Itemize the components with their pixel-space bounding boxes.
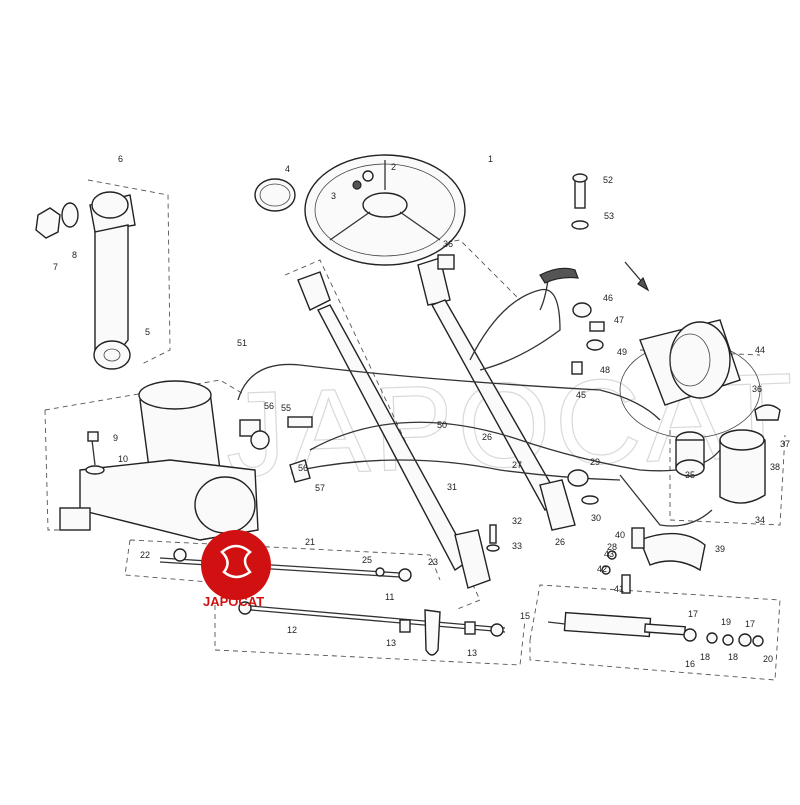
callout-number: 10 bbox=[118, 454, 128, 464]
callout-number: 45 bbox=[576, 390, 586, 400]
callout-number: 55 bbox=[281, 403, 291, 413]
callout-number: 12 bbox=[287, 625, 297, 635]
fittings-top-right bbox=[571, 173, 650, 375]
callout-number: 46 bbox=[603, 293, 613, 303]
steering-wheel bbox=[304, 154, 466, 266]
logo-badge-icon bbox=[201, 530, 271, 600]
callout-number: 56 bbox=[298, 463, 308, 473]
callout-number: 5 bbox=[145, 327, 150, 337]
callout-number: 28 bbox=[607, 542, 617, 552]
callout-number: 31 bbox=[447, 482, 457, 492]
logo-glyph-icon bbox=[220, 544, 252, 579]
callout-number: 41 bbox=[614, 584, 624, 594]
callout-number: 18 bbox=[700, 652, 710, 662]
callout-number: 37 bbox=[780, 439, 790, 449]
callout-number: 13 bbox=[467, 648, 477, 658]
callout-number: 44 bbox=[755, 345, 765, 355]
callout-number: 3 bbox=[331, 191, 336, 201]
clamp bbox=[601, 527, 706, 594]
callout-number: 11 bbox=[385, 592, 394, 602]
steering-box bbox=[59, 380, 259, 541]
steering-damper bbox=[547, 611, 764, 647]
callout-number: 34 bbox=[755, 515, 765, 525]
callout-number: 30 bbox=[591, 513, 601, 523]
group-boxes bbox=[44, 179, 786, 681]
callout-number: 33 bbox=[512, 541, 522, 551]
callout-number: 36 bbox=[443, 239, 453, 249]
callout-number: 21 bbox=[305, 537, 315, 547]
small-fasteners bbox=[239, 254, 599, 552]
japocat-logo: JAPOCAT bbox=[201, 530, 271, 609]
callout-number: 27 bbox=[512, 460, 522, 470]
callout-number: 17 bbox=[745, 619, 755, 629]
callout-number: 6 bbox=[118, 154, 123, 164]
logo-text: JAPOCAT bbox=[203, 594, 264, 609]
callout-number: 52 bbox=[603, 175, 613, 185]
filter-assembly bbox=[675, 404, 781, 504]
callout-number: 38 bbox=[770, 462, 780, 472]
callout-number: 26 bbox=[482, 432, 492, 442]
callout-number: 36 bbox=[752, 384, 762, 394]
callout-number: 56 bbox=[264, 401, 274, 411]
callout-number: 8 bbox=[72, 250, 77, 260]
callout-number: 53 bbox=[604, 211, 614, 221]
callout-number: 42 bbox=[597, 564, 607, 574]
callout-number: 57 bbox=[315, 483, 325, 493]
callout-number: 39 bbox=[715, 544, 725, 554]
callout-number: 4 bbox=[285, 164, 290, 174]
callout-number: 7 bbox=[53, 262, 58, 272]
callout-number: 18 bbox=[728, 652, 738, 662]
washer-pump bbox=[619, 319, 761, 439]
horn-ring bbox=[254, 178, 296, 212]
callout-number: 22 bbox=[140, 550, 150, 560]
callout-number: 49 bbox=[617, 347, 627, 357]
callout-number: 43 bbox=[604, 549, 614, 559]
callout-number: 19 bbox=[721, 617, 731, 627]
pitman-arm bbox=[35, 191, 136, 370]
callout-number: 17 bbox=[688, 609, 698, 619]
callout-number: 40 bbox=[615, 530, 625, 540]
callout-number: 32 bbox=[512, 516, 522, 526]
callout-number: 51 bbox=[237, 338, 247, 348]
callout-number: 35 bbox=[685, 470, 695, 480]
callout-number: 25 bbox=[362, 555, 372, 565]
callout-number: 29 bbox=[590, 457, 600, 467]
callout-number: 48 bbox=[600, 365, 610, 375]
tie-rods bbox=[159, 548, 506, 656]
callout-number: 47 bbox=[614, 315, 624, 325]
callout-number: 2 bbox=[391, 162, 396, 172]
callout-number: 9 bbox=[113, 433, 118, 443]
callout-number: 50 bbox=[437, 420, 447, 430]
callout-number: 23 bbox=[428, 557, 438, 567]
callout-number: 1 bbox=[488, 154, 493, 164]
callout-number: 26 bbox=[555, 537, 565, 547]
callout-number: 13 bbox=[386, 638, 396, 648]
callout-number: 15 bbox=[520, 611, 530, 621]
callout-number: 20 bbox=[763, 654, 773, 664]
callout-number: 16 bbox=[685, 659, 695, 669]
